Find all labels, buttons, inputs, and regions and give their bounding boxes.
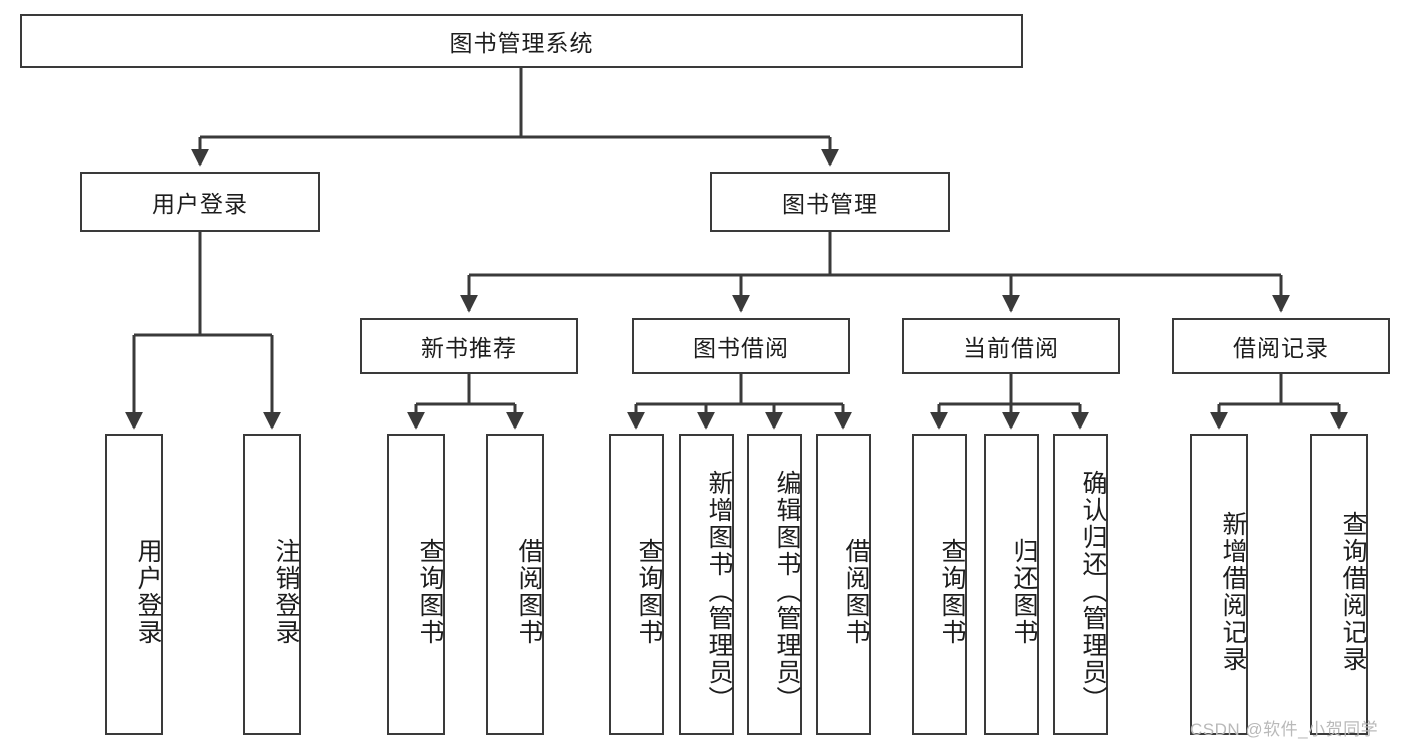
node-label: 图书管理系统 — [449, 30, 594, 56]
node-leaf_bw_query[interactable]: 查询图书 — [609, 434, 664, 735]
node-borrow[interactable]: 图书借阅 — [632, 318, 850, 374]
node-leaf_cur_query[interactable]: 查询图书 — [912, 434, 967, 735]
node-leaf_bw_add[interactable]: 新增图书（管理员） — [679, 434, 734, 735]
node-label: 借阅图书 — [515, 537, 543, 646]
node-leaf_cur_return[interactable]: 归还图书 — [984, 434, 1039, 735]
node-label: 用户登录 — [134, 537, 162, 646]
node-label: 查询借阅记录 — [1339, 510, 1367, 673]
node-label: 图书借阅 — [693, 335, 789, 361]
node-label: 确认归还（管理员） — [1079, 470, 1107, 713]
node-label: 注销登录 — [272, 537, 300, 646]
node-leaf_nr_borrow[interactable]: 借阅图书 — [486, 434, 544, 735]
node-label: 归还图书 — [1010, 537, 1038, 646]
node-leaf_user_logout[interactable]: 注销登录 — [243, 434, 301, 735]
node-current[interactable]: 当前借阅 — [902, 318, 1120, 374]
node-label: 借阅图书 — [842, 537, 870, 646]
node-leaf_bw_borrow[interactable]: 借阅图书 — [816, 434, 871, 735]
node-label: 用户登录 — [152, 191, 248, 217]
node-label: 查询图书 — [635, 537, 663, 646]
node-label: 图书管理 — [782, 191, 878, 217]
node-leaf_rec_query[interactable]: 查询借阅记录 — [1310, 434, 1368, 735]
node-label: 借阅记录 — [1233, 335, 1329, 361]
node-label: 查询图书 — [416, 537, 444, 646]
node-label: 新增图书（管理员） — [705, 470, 733, 713]
node-new_rec[interactable]: 新书推荐 — [360, 318, 578, 374]
node-label: 查询图书 — [938, 537, 966, 646]
node-leaf_rec_add[interactable]: 新增借阅记录 — [1190, 434, 1248, 735]
node-records[interactable]: 借阅记录 — [1172, 318, 1390, 374]
node-label: 新增借阅记录 — [1219, 510, 1247, 673]
node-leaf_user_login[interactable]: 用户登录 — [105, 434, 163, 735]
node-label: 新书推荐 — [421, 335, 517, 361]
node-root[interactable]: 图书管理系统 — [20, 14, 1023, 68]
node-label: 编辑图书（管理员） — [773, 470, 801, 713]
node-book_manage[interactable]: 图书管理 — [710, 172, 950, 232]
node-user_login[interactable]: 用户登录 — [80, 172, 320, 232]
node-leaf_cur_confirm[interactable]: 确认归还（管理员） — [1053, 434, 1108, 735]
csdn-watermark: CSDN @软件_小贺同学 — [1190, 720, 1379, 739]
node-leaf_nr_query[interactable]: 查询图书 — [387, 434, 445, 735]
node-leaf_bw_edit[interactable]: 编辑图书（管理员） — [747, 434, 802, 735]
node-label: 当前借阅 — [963, 335, 1059, 361]
